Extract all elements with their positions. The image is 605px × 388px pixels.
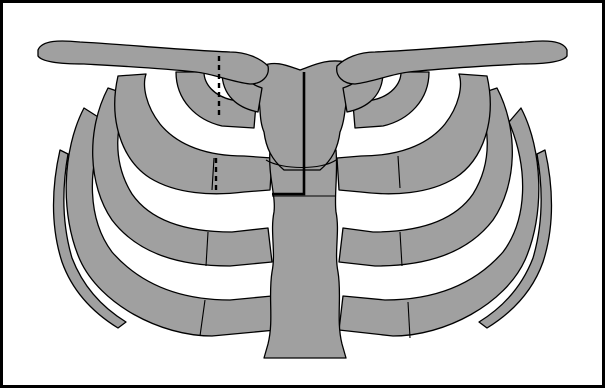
rib-cage-icon (0, 0, 605, 388)
rib-cage-figure (0, 0, 605, 388)
